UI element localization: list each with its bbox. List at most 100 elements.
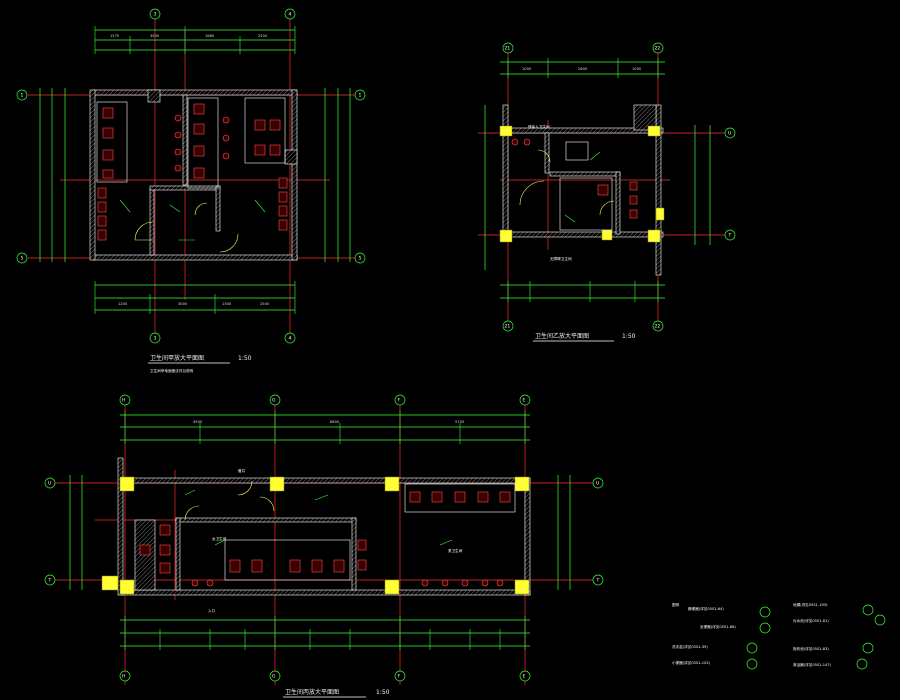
axis-bubble-T3-r <box>592 574 604 586</box>
axis-label-21b: 21 <box>505 324 511 330</box>
door-1 <box>134 221 154 241</box>
wall-core-r <box>215 185 221 232</box>
axis-bubble-H-b <box>119 670 131 682</box>
axis-bubble-F <box>394 394 406 406</box>
axis-bubble-4-top <box>284 8 296 20</box>
wall-right <box>291 89 298 261</box>
p3-wall-top <box>119 477 531 484</box>
p3-fixtures-mid <box>191 539 367 587</box>
axis-label-4b: 4 <box>289 336 292 342</box>
p3-dim-1: 4500 <box>193 420 203 424</box>
wall-mid <box>182 94 188 186</box>
p2-fixtures <box>511 138 638 231</box>
p3-wall-inner-r <box>351 517 357 591</box>
plan-2: 1000 2600 1000 残疾人卫生间 <box>478 42 736 342</box>
svg-text:污水池(详见05S1-81): 污水池(详见05S1-81) <box>793 618 829 623</box>
door-2 <box>219 233 239 253</box>
legend-item-2: 洗手盆(详见05S1-39) <box>672 642 758 654</box>
p3-wall-right <box>524 477 531 596</box>
axis-bubble-22-top <box>652 42 664 54</box>
p3-fixtures-right-bottom <box>421 579 504 587</box>
p2-col-5 <box>601 229 613 241</box>
p2-wall-core-r <box>615 171 621 235</box>
wall-core-l <box>149 187 155 256</box>
axis-label-Fb: F <box>398 674 401 680</box>
p3-door-1 <box>237 480 253 496</box>
p3-wall-inner-l <box>175 517 181 591</box>
p3-label-room1: 男卫生间 <box>448 548 463 553</box>
p3-dim-2: 8800 <box>330 420 340 424</box>
axis-label-3b: 3 <box>154 336 157 342</box>
p2-col-3 <box>499 229 513 243</box>
legend-item-7: 淋浴器(详见05S1-147) <box>793 658 868 670</box>
legend-symbol-6 <box>862 642 874 654</box>
p2-col-4 <box>647 229 661 243</box>
axis-bubble-U <box>724 127 736 139</box>
svg-text:拖布池(详见05S1-83): 拖布池(详见05S1-83) <box>793 646 829 651</box>
p2-dim-3: 1000 <box>632 67 642 71</box>
p2-col-1 <box>499 125 513 137</box>
legend-item-1: 坐便器(详见05S1-68) <box>700 622 771 634</box>
p3-label-pipe: 管井 <box>238 468 246 473</box>
plan2-title: 卫生间乙放大平面图 <box>535 332 589 340</box>
legend-symbol-4 <box>862 604 874 616</box>
legend-item-0: 蹲便器(详见05S1-64) <box>688 606 771 618</box>
p2-door-2 <box>537 149 551 163</box>
svg-text:淋浴器(详见05S1-147): 淋浴器(详见05S1-147) <box>793 662 832 667</box>
axis-bubble-T3-l <box>44 574 56 586</box>
col-1 <box>147 89 161 103</box>
p2-wall-right <box>655 104 662 276</box>
axis-label-22: 22 <box>655 46 661 52</box>
fixture-bank-mid-2 <box>222 116 230 160</box>
legend-heading: 图例 <box>672 602 680 607</box>
legend-symbol-2 <box>746 642 758 654</box>
p2-dim-2: 2600 <box>578 67 588 71</box>
axis-bubble-21-bottom <box>502 320 514 332</box>
col-2 <box>284 149 298 165</box>
axis-label-22b: 22 <box>655 324 661 330</box>
axis-bubble-F-b <box>394 670 406 682</box>
p2-label-bottom: 无障碍卫生间 <box>550 256 572 261</box>
p3-wall-left <box>117 457 124 596</box>
axis-bubble-G-b <box>269 670 281 682</box>
axis-label-3: 3 <box>154 12 157 18</box>
plan-3: 4500 8800 5700 <box>44 394 604 698</box>
dim-top-4: 2500 <box>258 34 268 38</box>
p3-wall-inner <box>175 517 357 523</box>
axis-bubble-1-right <box>354 89 366 101</box>
p3-door-2 <box>259 496 275 512</box>
axis-label-1: 1 <box>21 93 24 99</box>
p3-wall-bottom <box>119 589 531 596</box>
plan3-scale: 1:50 <box>376 689 390 696</box>
p2-wall-mid <box>544 132 550 174</box>
legend-symbol-0 <box>759 606 771 618</box>
axis-bubble-E <box>519 394 531 406</box>
axis-bubble-T <box>724 229 736 241</box>
svg-text:小便器(详见05S1-102): 小便器(详见05S1-102) <box>672 660 711 665</box>
legend-symbol-3 <box>746 658 758 670</box>
p3-dim-3: 5700 <box>455 420 465 424</box>
p2-col-6 <box>655 207 665 221</box>
p2-wall-left <box>502 104 509 238</box>
p3-columns <box>101 476 530 595</box>
svg-text:蹲便器(详见05S1-64): 蹲便器(详见05S1-64) <box>688 606 724 611</box>
axis-label-T3: T <box>48 578 52 584</box>
axis-bubble-3-bottom <box>149 332 161 344</box>
axis-label-H: H <box>122 398 125 404</box>
fixture-bank-mid-left <box>174 114 182 172</box>
legend-symbol-1 <box>759 622 771 634</box>
plan1-note: 卫生间甲地面做法详见说明 <box>150 368 194 373</box>
p2-wall-core <box>549 171 621 177</box>
p3-fixtures-right-top <box>404 483 516 513</box>
axis-label-U: U <box>728 131 731 137</box>
wall-top <box>92 89 298 96</box>
legend-symbol-5 <box>874 614 886 626</box>
legend: 图例 蹲便器(详见05S1-64) 坐便器(详见05S1-68) 洗手盆(详见0… <box>672 602 886 670</box>
fixture-bank-mid <box>187 97 219 189</box>
axis-bubble-4-bottom <box>284 332 296 344</box>
svg-text:地漏(详见05S1-193): 地漏(详见05S1-193) <box>793 602 828 607</box>
axis-label-G: G <box>272 398 276 404</box>
plan-1: 1570 3500 1880 2500 1200 3000 1300 2500 <box>16 8 366 373</box>
axis-label-4: 4 <box>289 12 292 18</box>
